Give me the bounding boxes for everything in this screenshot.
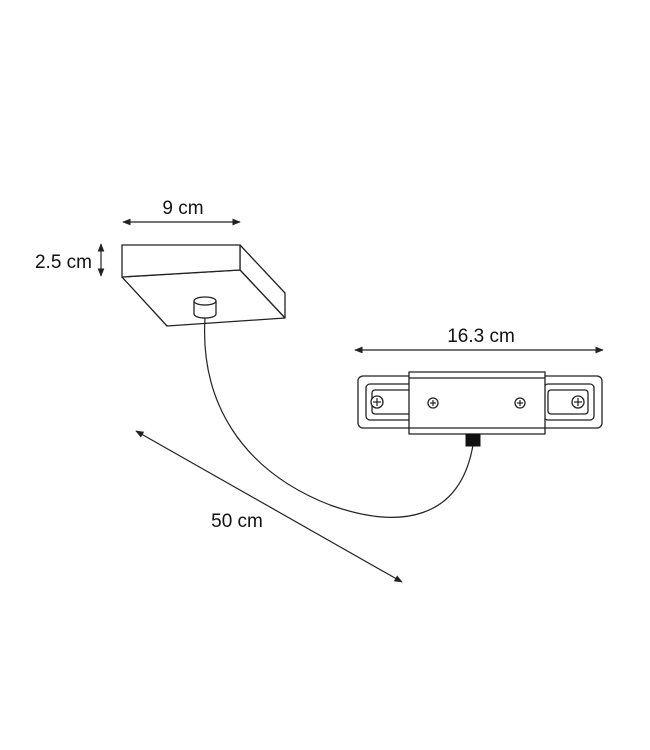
base-height-label: 2.5 cm <box>35 252 92 273</box>
base-height-dimension: 2.5 cm <box>35 243 105 277</box>
base-width-label: 9 cm <box>162 198 203 219</box>
screw-icon <box>514 397 526 409</box>
cable-knob <box>465 433 481 447</box>
cable-length-label: 50 cm <box>211 511 263 532</box>
track-connector <box>357 371 603 447</box>
screw-icon <box>571 395 585 409</box>
ceiling-base-box <box>121 244 286 327</box>
screw-icon <box>427 397 439 409</box>
cable-exit-cylinder <box>193 296 217 319</box>
base-width-dimension: 9 cm <box>122 198 241 226</box>
connector-length-dimension: 16.3 cm <box>354 326 604 354</box>
cable-length-dimension: 50 cm <box>135 430 403 583</box>
connector-length-label: 16.3 cm <box>447 326 515 347</box>
screw-icon <box>370 395 384 409</box>
